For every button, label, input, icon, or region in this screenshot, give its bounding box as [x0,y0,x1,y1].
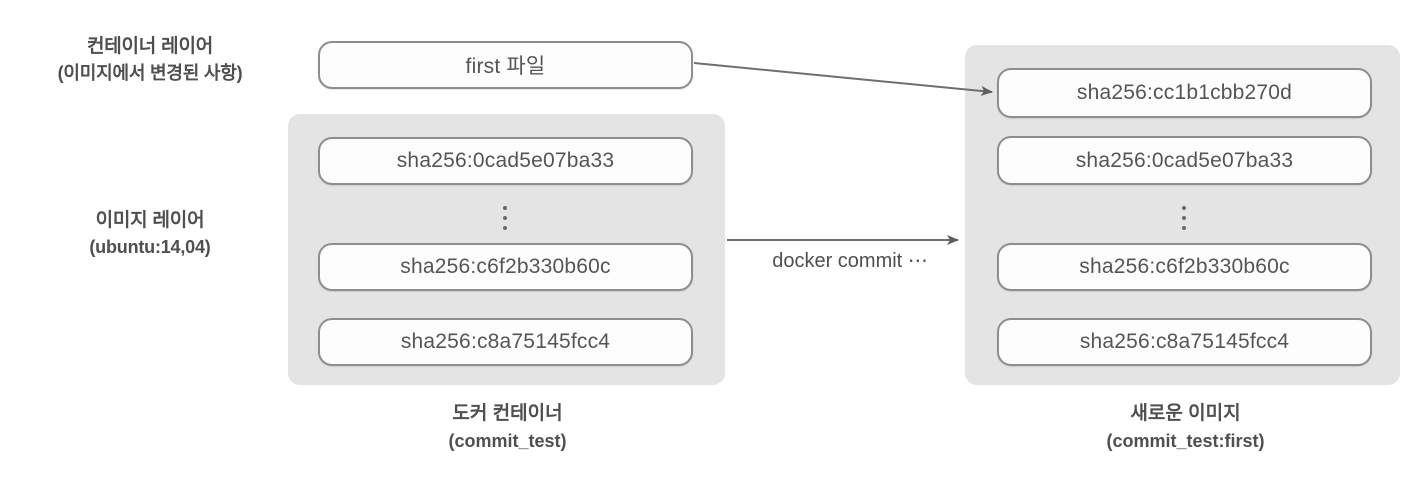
container-layer-label: 컨테이너 레이어 (이미지에서 변경된 사항) [0,34,300,87]
new-image-caption: 새로운 이미지 (commit_test:first) [978,400,1393,454]
container-caption-line1: 도커 컨테이너 [452,403,563,424]
container-new-layer-box[interactable]: first 파일 [318,41,693,89]
image-layer-label: 이미지 레이어 (ubuntu:14,04) [0,208,300,261]
new-image-layer-box-1[interactable]: sha256:0cad5e07ba33 [997,136,1372,185]
container-layer-box-2[interactable]: sha256:c6f2b330b60c [318,243,693,291]
container-layer-label-line2: (이미지에서 변경된 사항) [57,62,243,83]
new-image-layer-text-1: sha256:0cad5e07ba33 [1075,148,1294,172]
image-layer-label-line2: (ubuntu:14,04) [89,236,211,257]
new-image-caption-line2: (commit_test:first) [1106,430,1265,451]
first-file-to-new-layer-arrow [693,62,993,96]
container-caption-line2: (commit_test) [448,430,567,451]
container-layer-text-2: sha256:c6f2b330b60c [400,255,611,278]
new-image-committed-layer-box[interactable]: sha256:cc1b1cbb270d [997,68,1372,118]
container-layer-box-1[interactable]: sha256:0cad5e07ba33 [318,137,693,185]
new-image-layer-text-2: sha256:c6f2b330b60c [1079,255,1290,278]
container-layer-text-1: sha256:0cad5e07ba33 [396,149,615,172]
new-image-caption-line1: 새로운 이미지 [1130,403,1241,424]
new-image-layer-box-3[interactable]: sha256:c8a75145fcc4 [997,318,1372,366]
new-image-committed-layer-text: sha256:cc1b1cbb270d [1076,81,1293,104]
docker-commit-label: docker commit ⋯ [772,250,928,272]
container-layers-ellipsis-icon [495,200,515,236]
container-layer-label-line1: 컨테이너 레이어 [86,36,214,57]
new-image-layer-box-2[interactable]: sha256:c6f2b330b60c [997,243,1372,291]
new-image-layer-text-3: sha256:c8a75145fcc4 [1079,330,1290,353]
image-layer-label-line1: 이미지 레이어 [95,210,205,231]
container-new-layer-text: first 파일 [465,55,546,78]
new-image-layers-ellipsis-icon [1174,200,1194,236]
container-caption: 도커 컨테이너 (commit_test) [300,400,715,454]
container-layer-box-3[interactable]: sha256:c8a75145fcc4 [318,318,693,366]
container-layer-text-3: sha256:c8a75145fcc4 [400,330,611,353]
